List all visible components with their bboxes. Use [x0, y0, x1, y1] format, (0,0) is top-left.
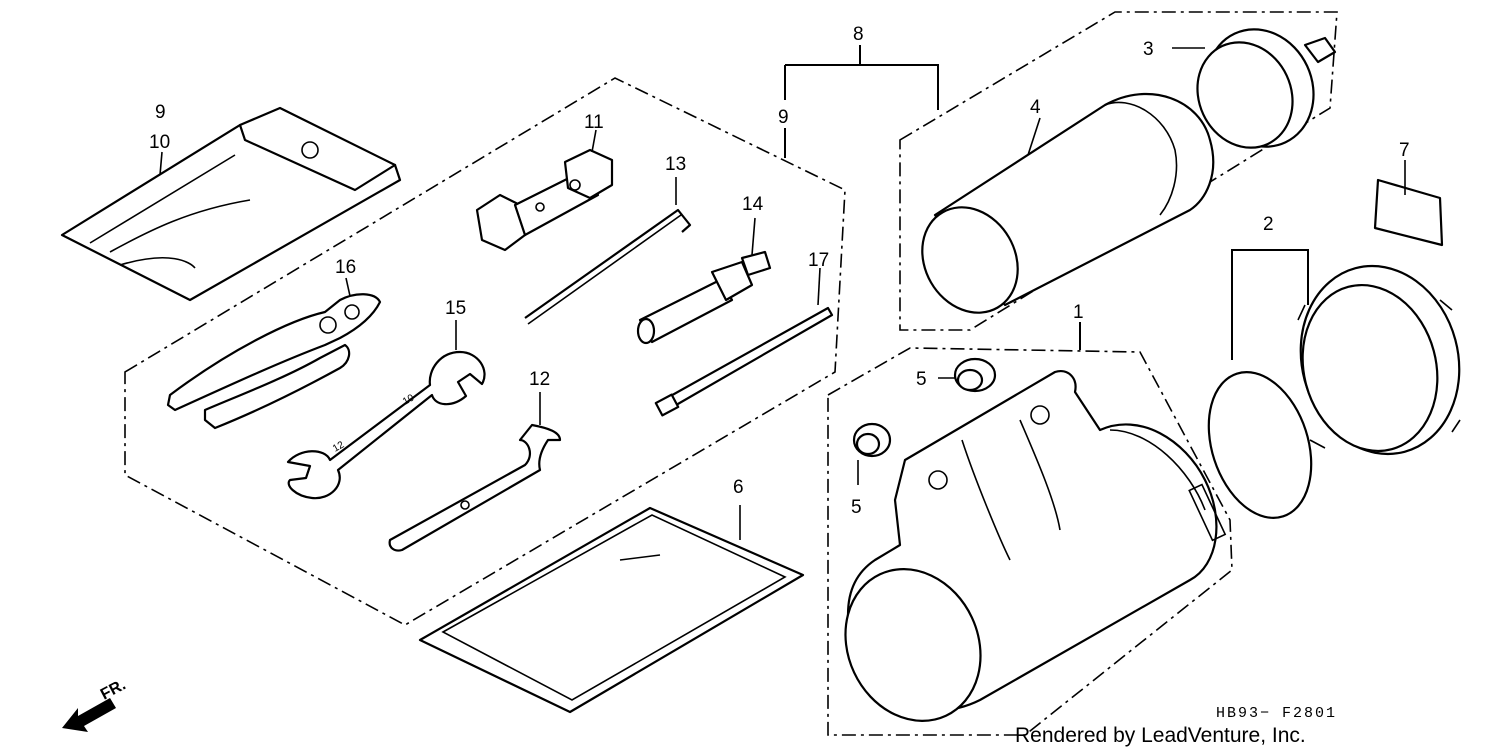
- callout-2: 2: [1263, 214, 1274, 235]
- figure-code: HB93− F2801: [1216, 705, 1337, 722]
- cap-ring-part: [1297, 264, 1461, 456]
- callout-9-tool-set: 9: [778, 107, 789, 128]
- callout-12: 12: [529, 369, 550, 390]
- pliers-part: [166, 277, 382, 430]
- tool-set-group-outline: [124, 77, 846, 626]
- callout-10: 10: [149, 132, 170, 153]
- screwdriver-part: [636, 217, 772, 345]
- tube-set-group-outline: [899, 11, 1338, 331]
- end-cap-part: [1172, 28, 1337, 149]
- screwdriver-shaft-part: [654, 267, 834, 417]
- case-group-outline: [827, 347, 1233, 736]
- grommet-part-a: [938, 357, 997, 393]
- seal-disk-part: [1207, 371, 1313, 519]
- credit-text: Rendered by LeadVenture, Inc.: [1015, 724, 1306, 747]
- pin-spanner-part: [388, 392, 562, 552]
- callout-8: 8: [853, 24, 864, 45]
- case-body-part: [844, 370, 1227, 722]
- tool-bag-part: [60, 106, 402, 302]
- callout-16: 16: [335, 257, 356, 278]
- callout-9-bag: 9: [155, 102, 166, 123]
- callout-17: 17: [808, 250, 829, 271]
- callout-1: 1: [1073, 302, 1084, 323]
- leader-8-bracket: [785, 64, 939, 110]
- front-marker-label: FR.: [98, 676, 129, 703]
- callout-14: 14: [742, 194, 764, 215]
- label-part: [1373, 160, 1444, 247]
- manual-pouch-part: [418, 505, 805, 714]
- callout-5-lower: 5: [851, 497, 862, 518]
- open-end-wrench-part: 12 10: [286, 320, 486, 500]
- tube-part: [921, 92, 1215, 314]
- svg-text:10: 10: [401, 392, 417, 407]
- grommet-part-b: [852, 422, 892, 485]
- callout-4: 4: [1030, 97, 1041, 118]
- callout-5-upper: 5: [916, 369, 927, 390]
- hex-key-part: [524, 177, 692, 325]
- callout-15: 15: [445, 298, 466, 319]
- front-direction-arrow-icon: FR.: [62, 676, 129, 732]
- callout-13: 13: [665, 154, 686, 175]
- leader-2: [1231, 249, 1309, 360]
- svg-text:12: 12: [331, 439, 347, 454]
- callout-3: 3: [1143, 39, 1154, 60]
- callout-6: 6: [733, 477, 744, 498]
- callout-7: 7: [1399, 140, 1410, 161]
- plug-wrench-part: [475, 129, 614, 252]
- callout-11: 11: [584, 112, 604, 133]
